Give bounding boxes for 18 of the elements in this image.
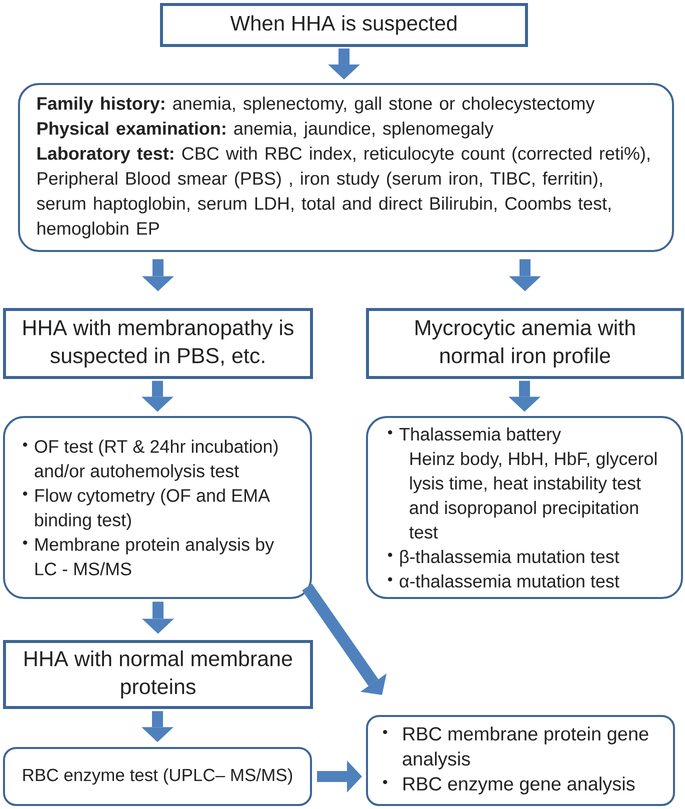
rounded-box: RBC enzyme test (UPLC– MS/MS): [3, 747, 312, 806]
process-box: When HHA is suspected: [160, 3, 528, 47]
block-arrow: [142, 602, 174, 634]
block-arrow: [508, 380, 540, 412]
block-arrow: [509, 259, 541, 292]
process-box: Mycrocytic anemia with normal iron profile: [366, 308, 684, 379]
block-arrow: [302, 584, 387, 695]
rounded-box: Thalassemia battery Heinz body, HbH, HbF, glycerol lysis time, heat instability test and isopropanol precipitation test β-thalassemia mutation test α-thalassemia mutation test: [366, 416, 683, 599]
rounded-box: Family history: anemia, splenectomy, gall stone or cholecystectomy Physical examination: anemia, jaundice, splenomegaly Laboratory test: CBC with RBC index, reticulocyte count (corrected reti%), Peripheral Blood smear (PBS) , iron study (serum iron, TIBC, ferritin), serum haptoglobin, serum LDH, total and direct Bilirubin, Coombs test, hemoglobin EP: [18, 83, 674, 252]
process-box: HHA with membranopathy is suspected in PBS, etc.: [3, 308, 313, 379]
block-arrow: [142, 711, 174, 742]
rounded-box: OF test (RT & 24hr incubation) and/or autohemolysis test Flow cytometry (OF and EMA binding test) Membrane protein analysis by LC - MS/MS: [3, 416, 312, 599]
process-box: HHA with normal membrane proteins: [3, 640, 313, 709]
block-arrow: [317, 760, 362, 792]
block-arrow: [328, 48, 360, 80]
rounded-box: RBC membrane protein gene analysis RBC enzyme gene analysis: [366, 715, 675, 806]
block-arrow: [142, 380, 174, 412]
block-arrow: [142, 259, 174, 292]
